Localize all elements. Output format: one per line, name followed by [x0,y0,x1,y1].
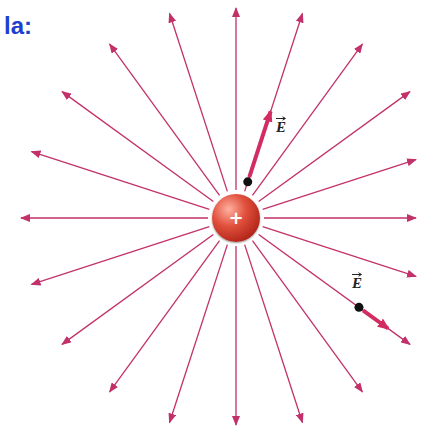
field-line [263,160,416,210]
field-vector [363,310,388,328]
field-line [235,8,236,190]
heading-fragment: la: [4,12,32,40]
field-vector-label: E [350,272,364,291]
field-point [243,177,252,186]
field-line [259,92,410,202]
field-vector [249,111,270,177]
positive-charge: + [212,194,260,242]
field-line [110,44,220,195]
field-line [245,245,303,423]
field-line [264,217,416,218]
field-line [32,227,210,285]
field-line [235,246,236,425]
field-line [259,234,410,344]
field-vector-label: E [274,116,288,135]
field-line [263,227,416,277]
field-point [354,303,363,312]
field-line [21,217,208,218]
vector-arrow-mark [351,272,363,277]
field-line [32,152,210,210]
charge-sign: + [228,209,243,227]
field-line [252,241,362,392]
vector-arrow-mark [275,116,287,121]
field-line [62,92,213,202]
field-line [170,14,228,192]
field-line [110,241,220,392]
field-line [245,14,303,192]
field-line [62,234,213,344]
field-line [170,245,228,423]
